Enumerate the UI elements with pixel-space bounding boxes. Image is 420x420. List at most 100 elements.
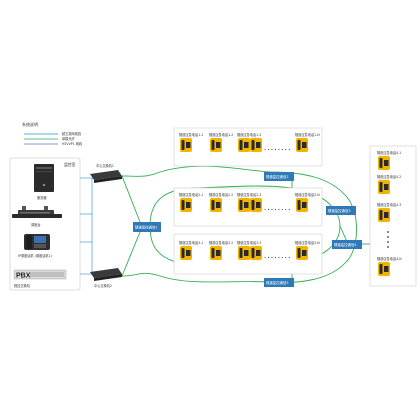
handset-icon [251,200,255,210]
row1-phone-2: 隧道应急电话1-2 [209,132,233,152]
handset-icon [211,140,215,150]
pbx-icon: PBX [13,269,67,280]
phone-label: 隧道应急电话4-N [377,256,402,261]
ring-node-bottom-label: 隧道监控通信5 [266,280,289,285]
console-icon [12,206,62,218]
core-switch-bottom: 中心交换机2 [90,268,122,288]
row2-phone-2: 隧道应急电话2-2 [209,192,233,212]
row3-phone-3: 隧道应急电话3-3 [237,240,261,260]
row2-phone-3-b [250,198,262,212]
keypad-icon [256,250,261,256]
phone-label: 隧道应急电话1-1 [179,132,203,137]
phone-label: 隧道应急电话2-2 [209,192,233,197]
keypad-icon [244,202,249,208]
handset-icon [251,248,255,258]
row2-phone-1: 隧道应急电话2-1 [179,192,203,212]
phone-label: 隧道应急电话3-1 [179,240,203,245]
ethernet-links [80,177,96,275]
row2-phone-3: 隧道应急电话2-3 [237,192,261,212]
legend-label-fiber: 单模光纤 [62,136,76,141]
handset-icon [379,158,383,168]
keypad-icon [384,184,389,190]
row3-phone-1: 隧道应急电话3-1 [179,240,203,260]
row1-phone-3-b [250,138,262,152]
handset-icon [297,200,301,210]
phone-label: 隧道应急电话4-3 [377,202,401,207]
ring-node-top: 隧道监控通信2 [264,172,294,181]
handset-icon [379,182,383,192]
keypad-icon [302,250,307,256]
keypad-icon [186,250,191,256]
emergency-phones: 隧道应急电话1-1 隧道应急电话1-2 隧道应急电话1-3 隧道应急电话1-N 隧道应急… [179,132,402,276]
row-1-ellipsis: • • • • • • • • [264,147,290,152]
handset-icon [181,140,185,150]
phone-label: 隧道应急电话3-3 [237,240,261,245]
handset-icon [297,140,301,150]
row1-phone-3: 隧道应急电话1-3 [237,132,261,152]
keypad-icon [302,142,307,148]
core-switch-bottom-label: 中心交换机2 [94,283,112,288]
row2-phone-4: 隧道应急电话2-N [295,192,320,212]
handset-icon [379,210,383,220]
keypad-icon [186,142,191,148]
keypad-icon [244,142,249,148]
phone-label: 隧道应急电话2-3 [237,192,261,197]
phone-label: 隧道应急电话3-2 [209,240,233,245]
phone-column-frame [369,145,417,287]
legend-label-hsvvp: HSVVP1 网线 [62,141,83,146]
row-3-ellipsis: • • • • • • • • [264,255,290,260]
phone-label: 隧道应急电话4-1 [377,150,401,155]
keypad-icon [216,142,221,148]
ring-node-right-label: 隧道监控通信4 [334,242,357,247]
handset-icon [297,248,301,258]
legend-title: 系统说明 [22,121,38,127]
handset-icon [239,248,243,258]
handset-icon [181,200,185,210]
handset-icon [239,200,243,210]
ring-node-left: 隧道监控通信1 [133,222,161,232]
keypad-icon [244,250,249,256]
handset-icon [181,248,185,258]
control-room-title: 监控室 [64,162,76,167]
keypad-icon [216,250,221,256]
keypad-icon [256,142,261,148]
column-phone-3: 隧道应急电话4-3 [377,202,401,222]
handset-icon [239,140,243,150]
row-2-ellipsis: • • • • • • • • [264,207,290,212]
phone-label: 隧道应急电话1-N [295,132,320,137]
keypad-icon [256,202,261,208]
keypad-icon [384,212,389,218]
handset-icon [211,248,215,258]
ring-node-middle: 隧道监控通信3 [326,206,356,215]
keypad-icon [186,202,191,208]
handset-icon [211,200,215,210]
ip-phone-label: IP调度话机 (调度话机1) [18,253,52,258]
phone-label: 隧道应急电话1-3 [237,132,261,137]
control-room-panel: 监控室 服务器 调度台 IP调度话机 (调度话机1) [9,157,81,291]
core-switch-top-label: 中心交换机1 [96,163,114,168]
ring-node-bottom: 隧道监控通信5 [264,278,294,287]
row3-phone-4: 隧道应急电话3-N [295,240,320,260]
phone-label: 隧道应急电话4-2 [377,174,401,179]
keypad-icon [216,202,221,208]
ring-node-left-label: 隧道监控通信1 [135,225,158,230]
column-ellipsis [387,231,389,248]
row3-phone-3-b [250,246,262,260]
keypad-icon [384,160,389,166]
phone-label: 隧道应急电话3-N [295,240,320,245]
row1-phone-1: 隧道应急电话1-1 [179,132,203,152]
column-phone-4: 隧道应急电话4-N [377,256,402,276]
handset-icon [379,264,383,274]
console-label: 调度台 [31,222,41,227]
phone-label: 隧道应急电话2-1 [179,192,203,197]
column-phone-2: 隧道应急电话4-2 [377,174,401,194]
column-phone-1: 隧道应急电话4-1 [377,150,401,170]
legend-label-ethernet: 超五类网络线 [62,131,82,136]
keypad-icon [384,266,389,272]
server-label: 服务器 [37,195,47,200]
ip-phone-icon [24,234,50,250]
ring-node-right: 隧道监控通信4 [332,240,362,249]
legend: 系统说明 超五类网络线 单模光纤 HSVVP1 网线 [22,121,83,146]
